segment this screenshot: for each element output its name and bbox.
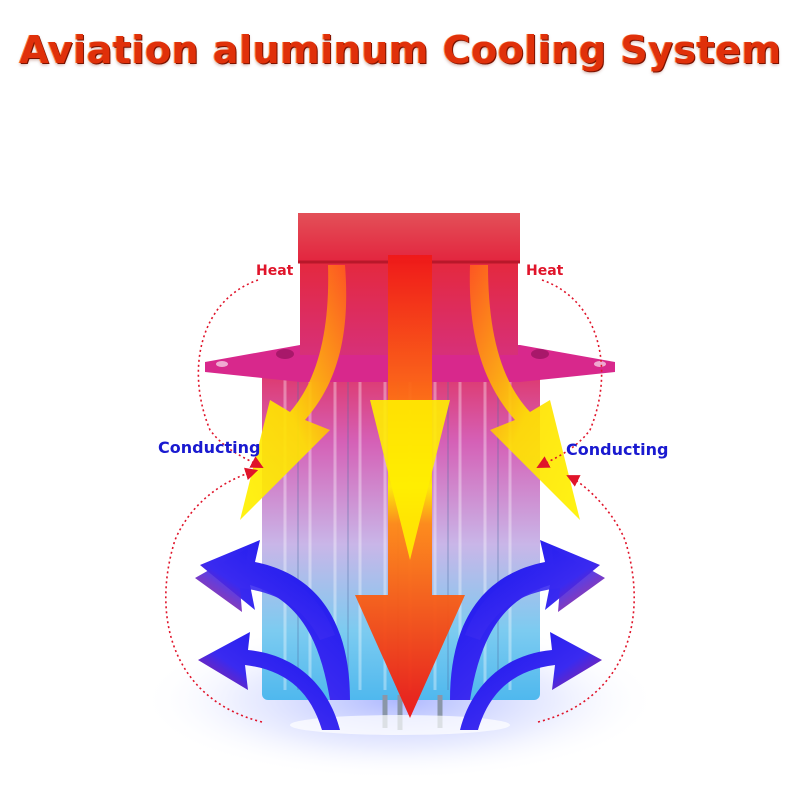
blue-cooling-arrow	[198, 632, 340, 730]
yellow-heat-arrow	[469, 265, 580, 520]
yellow-heat-arrow	[370, 400, 450, 560]
cooling-arrows-right	[450, 540, 605, 730]
blue-cooling-arrow	[195, 548, 335, 640]
blue-cooling-arrow	[465, 548, 605, 640]
cooling-arrows-left	[195, 540, 350, 730]
conducting-label-left: Conducting	[158, 438, 261, 457]
motor-cap	[298, 213, 520, 263]
heat-label-right: Heat	[526, 263, 564, 279]
diagram-title: Aviation aluminum Cooling System	[19, 28, 782, 72]
dotted-curve-arrow	[165, 279, 635, 723]
yellow-heat-arrow	[240, 265, 347, 520]
heat-label-left: Heat	[256, 263, 294, 279]
blue-cooling-arrow	[460, 632, 602, 730]
conducting-label-right: Conducting	[566, 440, 669, 459]
